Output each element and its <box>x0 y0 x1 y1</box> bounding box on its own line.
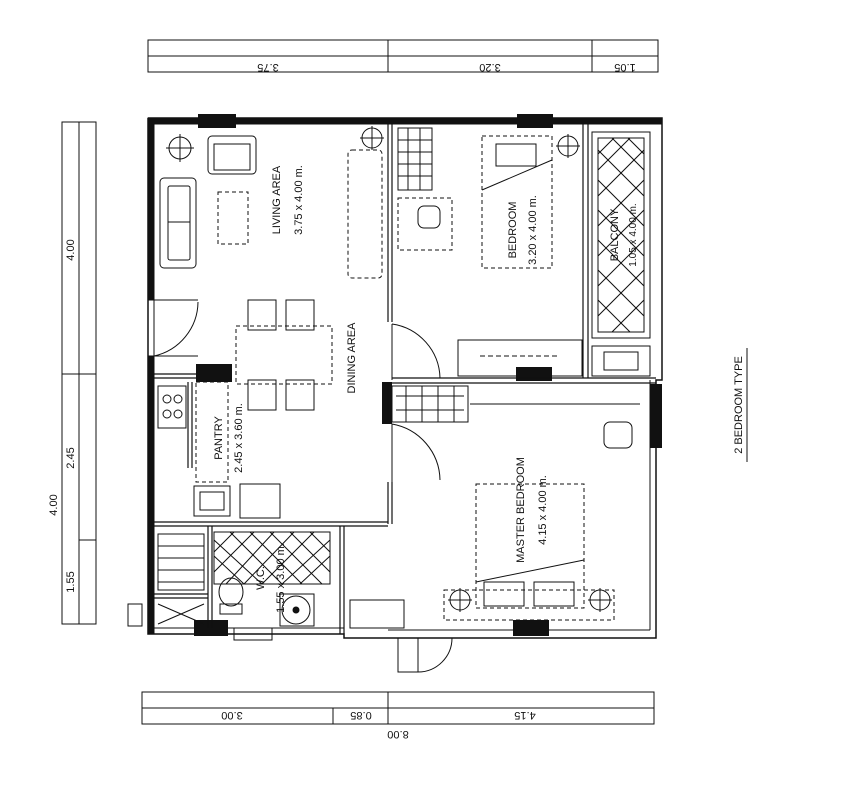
dining-furniture <box>235 299 333 411</box>
balcony-size: 1.05 x 4.00 m. <box>628 203 639 266</box>
wc-label: W.C. <box>255 566 267 590</box>
left-dimension-strip <box>61 121 97 625</box>
left-dim-outer-2: 4.00 <box>48 494 60 515</box>
bottom-dim-total: 8.00 <box>387 728 408 740</box>
top-dim-2: 3.20 <box>479 61 500 73</box>
bottom-dim-1: 3.00 <box>221 709 242 721</box>
pantry-furniture <box>157 381 281 519</box>
dining-area-label: DINING AREA <box>346 322 358 394</box>
top-dim-3: 1.05 <box>614 61 635 73</box>
bottom-dim-2: 0.85 <box>350 709 371 721</box>
master-bedroom-size: 4.15 x 4.00 m. <box>537 475 549 545</box>
top-dimension-strip <box>147 39 659 73</box>
doors <box>153 299 453 673</box>
master-furniture <box>349 385 640 629</box>
pantry-size: 2.45 x 3.60 m. <box>233 403 245 473</box>
bedroom-label: BEDROOM <box>507 202 519 259</box>
room-labels: LIVING AREA 3.75 x 4.00 m. DINING AREA B… <box>213 165 639 613</box>
bedroom-size: 3.20 x 4.00 m. <box>527 195 539 265</box>
bottom-dimension-strip <box>141 691 655 725</box>
interior-walls <box>154 124 656 634</box>
bottom-dim-3: 4.15 <box>514 709 535 721</box>
living-furniture <box>159 126 384 279</box>
bedroom-furniture <box>397 127 583 377</box>
wc-fixtures <box>127 531 331 641</box>
top-dim-1: 3.75 <box>257 61 278 73</box>
living-area-label: LIVING AREA <box>271 165 283 234</box>
balcony-railing <box>591 131 651 377</box>
wc-size: 1.55 x 3.00 m. <box>275 543 287 613</box>
left-dim-inner-2: 1.55 <box>65 571 77 592</box>
master-bedroom-label: MASTER BEDROOM <box>515 457 527 563</box>
left-dim-inner-1: 2.45 <box>65 447 77 468</box>
pantry-label: PANTRY <box>213 416 225 460</box>
plan-title: 2 BEDROOM TYPE <box>733 356 745 454</box>
left-dim-outer-1: 4.00 <box>65 239 77 260</box>
balcony-label: BALCONY <box>609 208 621 261</box>
columns <box>194 114 662 636</box>
living-area-size: 3.75 x 4.00 m. <box>293 165 305 235</box>
